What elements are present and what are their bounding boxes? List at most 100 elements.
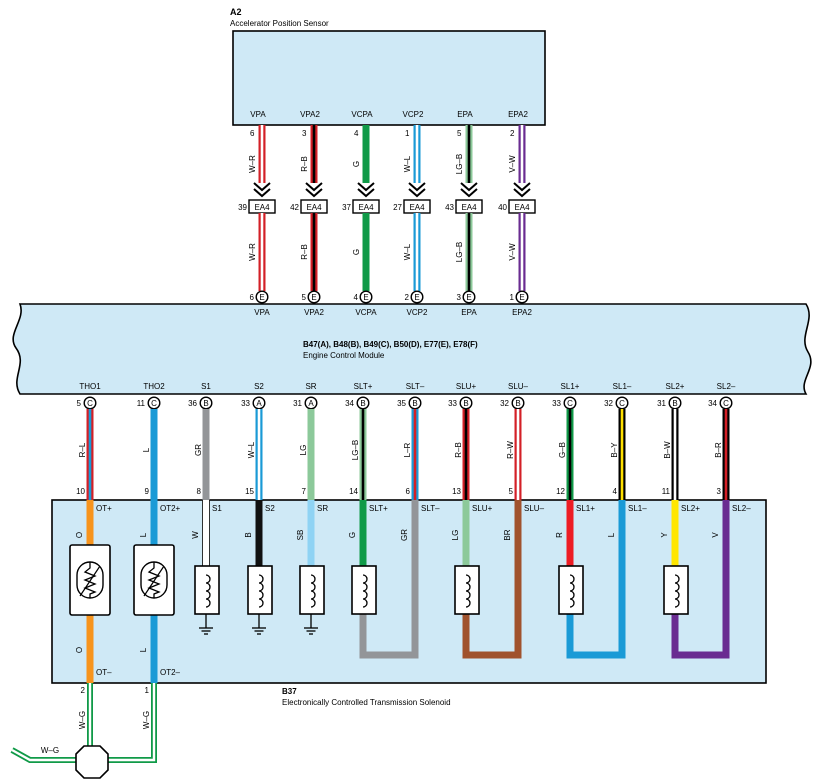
ea4-pin-number: 40 [498, 203, 507, 212]
ea4-label: EA4 [461, 203, 477, 212]
ground-pin-number: 1 [145, 686, 150, 695]
ecm-pin-label: SL1– [613, 382, 632, 391]
internal-color-label: GR [400, 529, 409, 541]
ea4-label: EA4 [358, 203, 374, 212]
ecm-pin-label: S1 [201, 382, 211, 391]
thermistor-arrow [79, 565, 101, 597]
ecm-pin-circle-letter: C [567, 399, 573, 408]
sensor-pin-number: 5 [457, 129, 462, 138]
ecm-pin-number: 32 [500, 399, 509, 408]
ecm-pin-number: 34 [708, 399, 717, 408]
ecm-pin-label: THO1 [79, 382, 101, 391]
internal-color-label: B [244, 532, 253, 537]
ea4-pin-number: 39 [238, 203, 247, 212]
internal-color-label: BR [503, 529, 512, 540]
sensor-pin-number: 1 [405, 129, 410, 138]
wire-color-label: B–R [714, 442, 723, 458]
solenoid-pin-label: SL1+ [576, 504, 595, 513]
wire-color-label: W–L [403, 243, 412, 260]
sensor-pin-label: VPA [250, 110, 266, 119]
wire-color-label: G [352, 161, 361, 167]
wire-color-label: L–R [403, 442, 412, 457]
ecm-pin-number: 6 [250, 293, 255, 302]
ecm-pin-circle-letter: B [412, 399, 417, 408]
solenoid-pin-number: 6 [406, 487, 411, 496]
thermistor-arrow [143, 565, 165, 597]
ecm-pin-circle-letter: A [308, 399, 314, 408]
ecm-pin-label: SL1+ [561, 382, 580, 391]
solenoid-coil-frame [558, 565, 584, 615]
ecm-pin-label: SL2– [717, 382, 736, 391]
chevron-icon [460, 188, 478, 198]
chevron-icon [305, 182, 323, 192]
solenoid-coil-frame [247, 565, 273, 615]
chevron-icon [513, 188, 531, 198]
solenoid-pin-label: SL2– [732, 504, 751, 513]
chevron-icon [408, 188, 426, 198]
sensor-pin-label: VPA2 [300, 110, 320, 119]
ecm-pin-circle [356, 396, 370, 410]
ecm-pin-circle-letter: B [203, 399, 208, 408]
ecm-pin-circle-letter: E [311, 293, 316, 302]
solenoid-pin-label: SLT+ [369, 504, 388, 513]
ecm-pin-circle-letter: A [256, 399, 262, 408]
solenoid-pin-number: 13 [452, 487, 461, 496]
wire-color-label: W–R [248, 155, 257, 173]
ecm-pin-label: SLU– [508, 382, 529, 391]
ecm-connectors: B47(A), B48(B), B49(C), B50(D), E77(E), … [303, 340, 478, 349]
wire-color-label: LG–B [455, 154, 464, 174]
ea4-pin-number: 42 [290, 203, 299, 212]
ecm-pin-label: VCPA [355, 308, 377, 317]
ecm-pin-label: SLU+ [456, 382, 477, 391]
ecm-pin-circle-letter: B [672, 399, 677, 408]
coil-icon [258, 574, 264, 608]
solenoid-loop-wire [671, 614, 730, 659]
ea4-pin-number: 43 [445, 203, 454, 212]
ecm-name: Engine Control Module [303, 351, 385, 360]
ecm-pin-circle-letter: C [619, 399, 625, 408]
ecm-pin-circle-letter: B [463, 399, 468, 408]
ecm-pin-number: 3 [457, 293, 462, 302]
ecm-pin-circle-letter: E [259, 293, 264, 302]
ecm-pin-number: 5 [77, 399, 82, 408]
ecm-pin-circle [408, 396, 422, 410]
sensor-id: A2 [230, 7, 242, 17]
ecm-pin-number: 1 [510, 293, 515, 302]
ecm-pin-label: THO2 [143, 382, 165, 391]
solenoid-loop-wire [462, 614, 522, 659]
ecm-pin-number: 32 [604, 399, 613, 408]
ecm-pin-circle [255, 290, 269, 304]
wire-color-label: R–L [78, 442, 87, 457]
ecm-pin-number: 5 [302, 293, 307, 302]
chevron-icon [305, 188, 323, 198]
solenoid-loop-wire [566, 614, 626, 659]
solenoid-pin-label: SL2+ [681, 504, 700, 513]
wire-color-label: V–W [508, 155, 517, 173]
ground-pin-number: 2 [81, 686, 86, 695]
ecm-pin-circle [459, 396, 473, 410]
internal-color-label: W [191, 531, 200, 539]
ecm-pin-label: VCP2 [407, 308, 428, 317]
ecm-band [12, 303, 812, 395]
wire-color-label: V–W [508, 243, 517, 261]
ea4-pin-number: 27 [393, 203, 402, 212]
wire-color-label: G–B [558, 442, 567, 458]
solenoid-pin-number: 12 [556, 487, 565, 496]
solenoid-coil-frame [454, 565, 480, 615]
solenoid-pin-number: 7 [302, 487, 307, 496]
internal-color-label: R [555, 532, 564, 538]
